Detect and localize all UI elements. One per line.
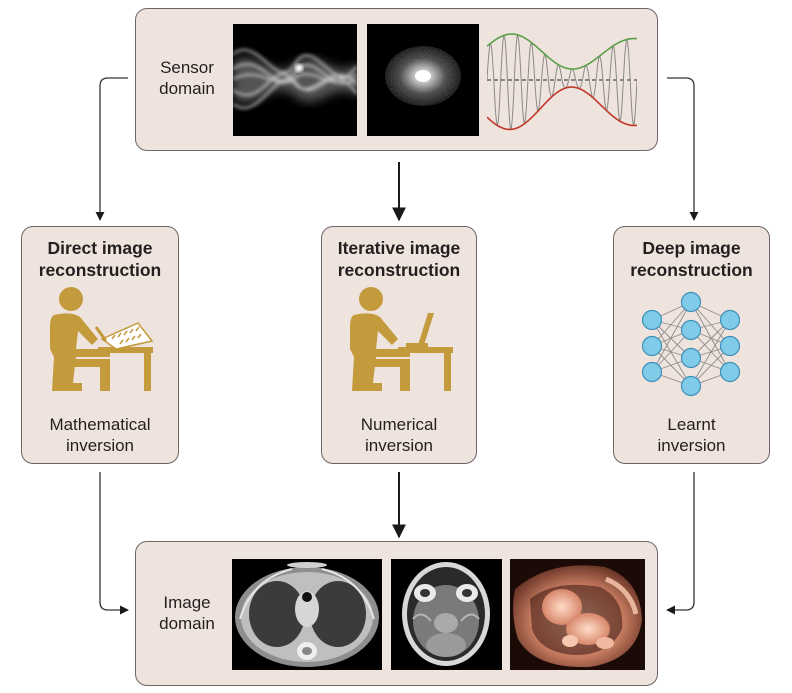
- ct-chest-image: [232, 559, 382, 670]
- fetal-ultrasound-image: [510, 559, 645, 670]
- direct-reconstruction-box: [21, 226, 179, 464]
- upper-envelope: [486, 33, 638, 70]
- person-writing-icon: [50, 287, 154, 391]
- network-node: [680, 319, 702, 341]
- arrow-sensor-to-direct: [95, 77, 128, 221]
- network-node: [641, 335, 663, 357]
- deep-reconstruction-subtitle: Learnt inversion: [657, 415, 726, 455]
- iterative-reconstruction-subtitle: Numerical inversion: [360, 415, 438, 455]
- iterative-reconstruction-title: Iterative image reconstruction: [337, 238, 461, 280]
- lower-envelope: [486, 86, 638, 131]
- sinogram-image: [233, 24, 357, 136]
- arrow-sensor-to-deep: [667, 77, 699, 221]
- network-node: [641, 361, 663, 383]
- image-domain-label: Image domain: [159, 593, 215, 633]
- ultrasound-waveform-plot: [486, 22, 638, 138]
- network-edge: [651, 319, 692, 387]
- neural-network-icon: [641, 291, 741, 397]
- network-edge: [690, 301, 731, 373]
- network-edge: [690, 319, 731, 387]
- arrow-deep-to-image: [666, 472, 695, 615]
- iterative-reconstruction-box: [321, 226, 477, 464]
- network-node: [719, 361, 741, 383]
- network-node: [719, 309, 741, 331]
- deep-reconstruction-box: [613, 226, 770, 464]
- waveform-signal: [486, 33, 638, 130]
- network-node: [680, 291, 702, 313]
- sensor-domain-label: Sensor domain: [159, 58, 215, 98]
- network-node: [680, 347, 702, 369]
- network-node: [719, 335, 741, 357]
- deep-reconstruction-title: Deep image reconstruction: [630, 238, 753, 280]
- network-node: [641, 309, 663, 331]
- kspace-image: [367, 24, 479, 136]
- network-node: [680, 375, 702, 397]
- network-edge: [651, 301, 692, 373]
- direct-reconstruction-subtitle: Mathematical inversion: [49, 415, 151, 455]
- person-laptop-icon: [350, 287, 453, 391]
- arrow-direct-to-image: [99, 472, 129, 615]
- mri-brain-image: [391, 559, 502, 670]
- direct-reconstruction-title: Direct image reconstruction: [38, 238, 162, 280]
